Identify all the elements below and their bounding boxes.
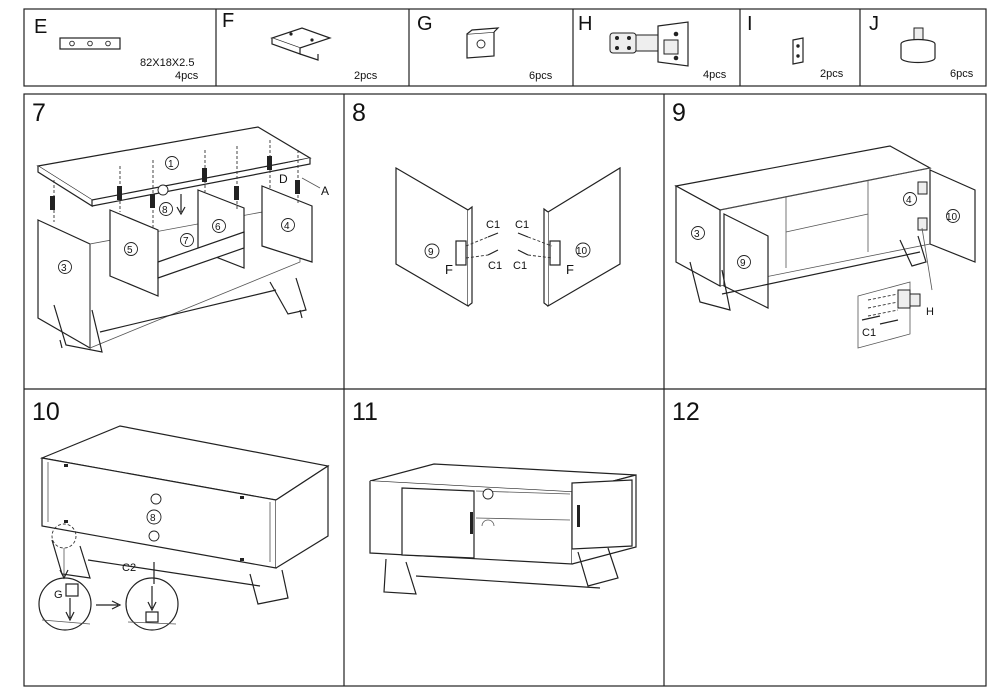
label-g: G [54, 589, 63, 601]
step-8-number: 8 [352, 99, 366, 127]
part-e-letter: E [34, 16, 47, 38]
left-door-handle [470, 512, 473, 534]
label-c1-d: C1 [513, 260, 527, 272]
label-c1-a: C1 [486, 219, 500, 231]
label-5: 5 [127, 245, 133, 256]
detail-circle-right [125, 577, 179, 631]
part-g: G 6pcs [417, 13, 553, 82]
step-8: 8 9 10 F F C1 C1 C1 C1 [352, 99, 621, 308]
part-j-qty: 6pcs [950, 68, 974, 80]
part-j-letter: J [869, 13, 879, 35]
part-g-letter: G [417, 13, 433, 35]
part-f-letter: F [222, 10, 234, 32]
part-h: H 4pcs [578, 13, 727, 81]
label-8: 8 [150, 513, 156, 524]
step-10: 10 8 C2 G [32, 398, 330, 631]
step-grid [23, 93, 987, 687]
magnet-plate-icon [792, 37, 804, 65]
door-panel-10 [547, 166, 621, 308]
plate-icon [59, 37, 121, 50]
shelf-7 [157, 231, 245, 279]
right-door [571, 479, 633, 550]
label-4: 4 [284, 221, 290, 232]
label-3: 3 [694, 229, 700, 240]
right-door-handle [577, 505, 580, 527]
step-7-number: 7 [32, 99, 46, 127]
parts-strip: E 82X18X2.5 4pcs F 2pcs G [23, 8, 987, 87]
finished-tv-stand [369, 463, 637, 595]
part-j: J 6pcs [869, 13, 974, 80]
hinge-detail: H C1 [857, 227, 934, 349]
label-c1-b: C1 [515, 219, 529, 231]
part-g-qty: 6pcs [529, 70, 553, 82]
label-c1: C1 [862, 327, 876, 339]
step-10-number: 10 [32, 398, 60, 426]
part-f-qty: 2pcs [354, 70, 378, 82]
clip-icon [466, 27, 500, 59]
label-10: 10 [576, 246, 588, 257]
part-h-qty: 4pcs [703, 69, 727, 81]
detail-circle-left [38, 577, 92, 631]
label-10: 10 [946, 212, 958, 223]
label-h: H [926, 306, 934, 318]
label-9: 9 [428, 247, 434, 258]
label-7: 7 [183, 236, 189, 247]
step-9-number: 9 [672, 99, 686, 127]
part-i: I 2pcs [747, 13, 844, 80]
left-door [401, 487, 475, 559]
label-1: 1 [168, 159, 174, 170]
part-e-qty: 4pcs [175, 70, 199, 82]
label-d: D [279, 172, 288, 186]
label-f-right: F [566, 262, 574, 277]
label-4: 4 [906, 195, 912, 206]
door-panel-9 [395, 166, 469, 308]
part-h-letter: H [578, 13, 592, 35]
bracket-icon [270, 27, 332, 61]
part-e: E 82X18X2.5 4pcs [34, 16, 199, 82]
step-9: 9 3 9 10 4 H C1 [672, 99, 976, 349]
label-c2: C2 [122, 562, 136, 574]
label-f-left: F [445, 262, 453, 277]
part-i-letter: I [747, 13, 753, 35]
label-8: 8 [162, 205, 168, 216]
label-9: 9 [740, 258, 746, 269]
part-e-size: 82X18X2.5 [140, 57, 194, 69]
part-i-qty: 2pcs [820, 68, 844, 80]
part-f: F 2pcs [222, 10, 378, 82]
step-12: 12 [672, 398, 700, 426]
label-c1-c: C1 [488, 260, 502, 272]
side-panel-3 [37, 219, 91, 350]
step-11: 11 [352, 398, 637, 595]
step-7: 7 1 3 4 5 6 7 8 [32, 99, 329, 353]
label-3: 3 [61, 263, 67, 274]
label-a: A [321, 184, 329, 198]
step-11-number: 11 [352, 398, 378, 426]
label-6: 6 [215, 222, 221, 233]
leveling-foot-icon [900, 27, 936, 64]
step-12-number: 12 [672, 398, 700, 426]
hinge-icon [609, 21, 689, 67]
